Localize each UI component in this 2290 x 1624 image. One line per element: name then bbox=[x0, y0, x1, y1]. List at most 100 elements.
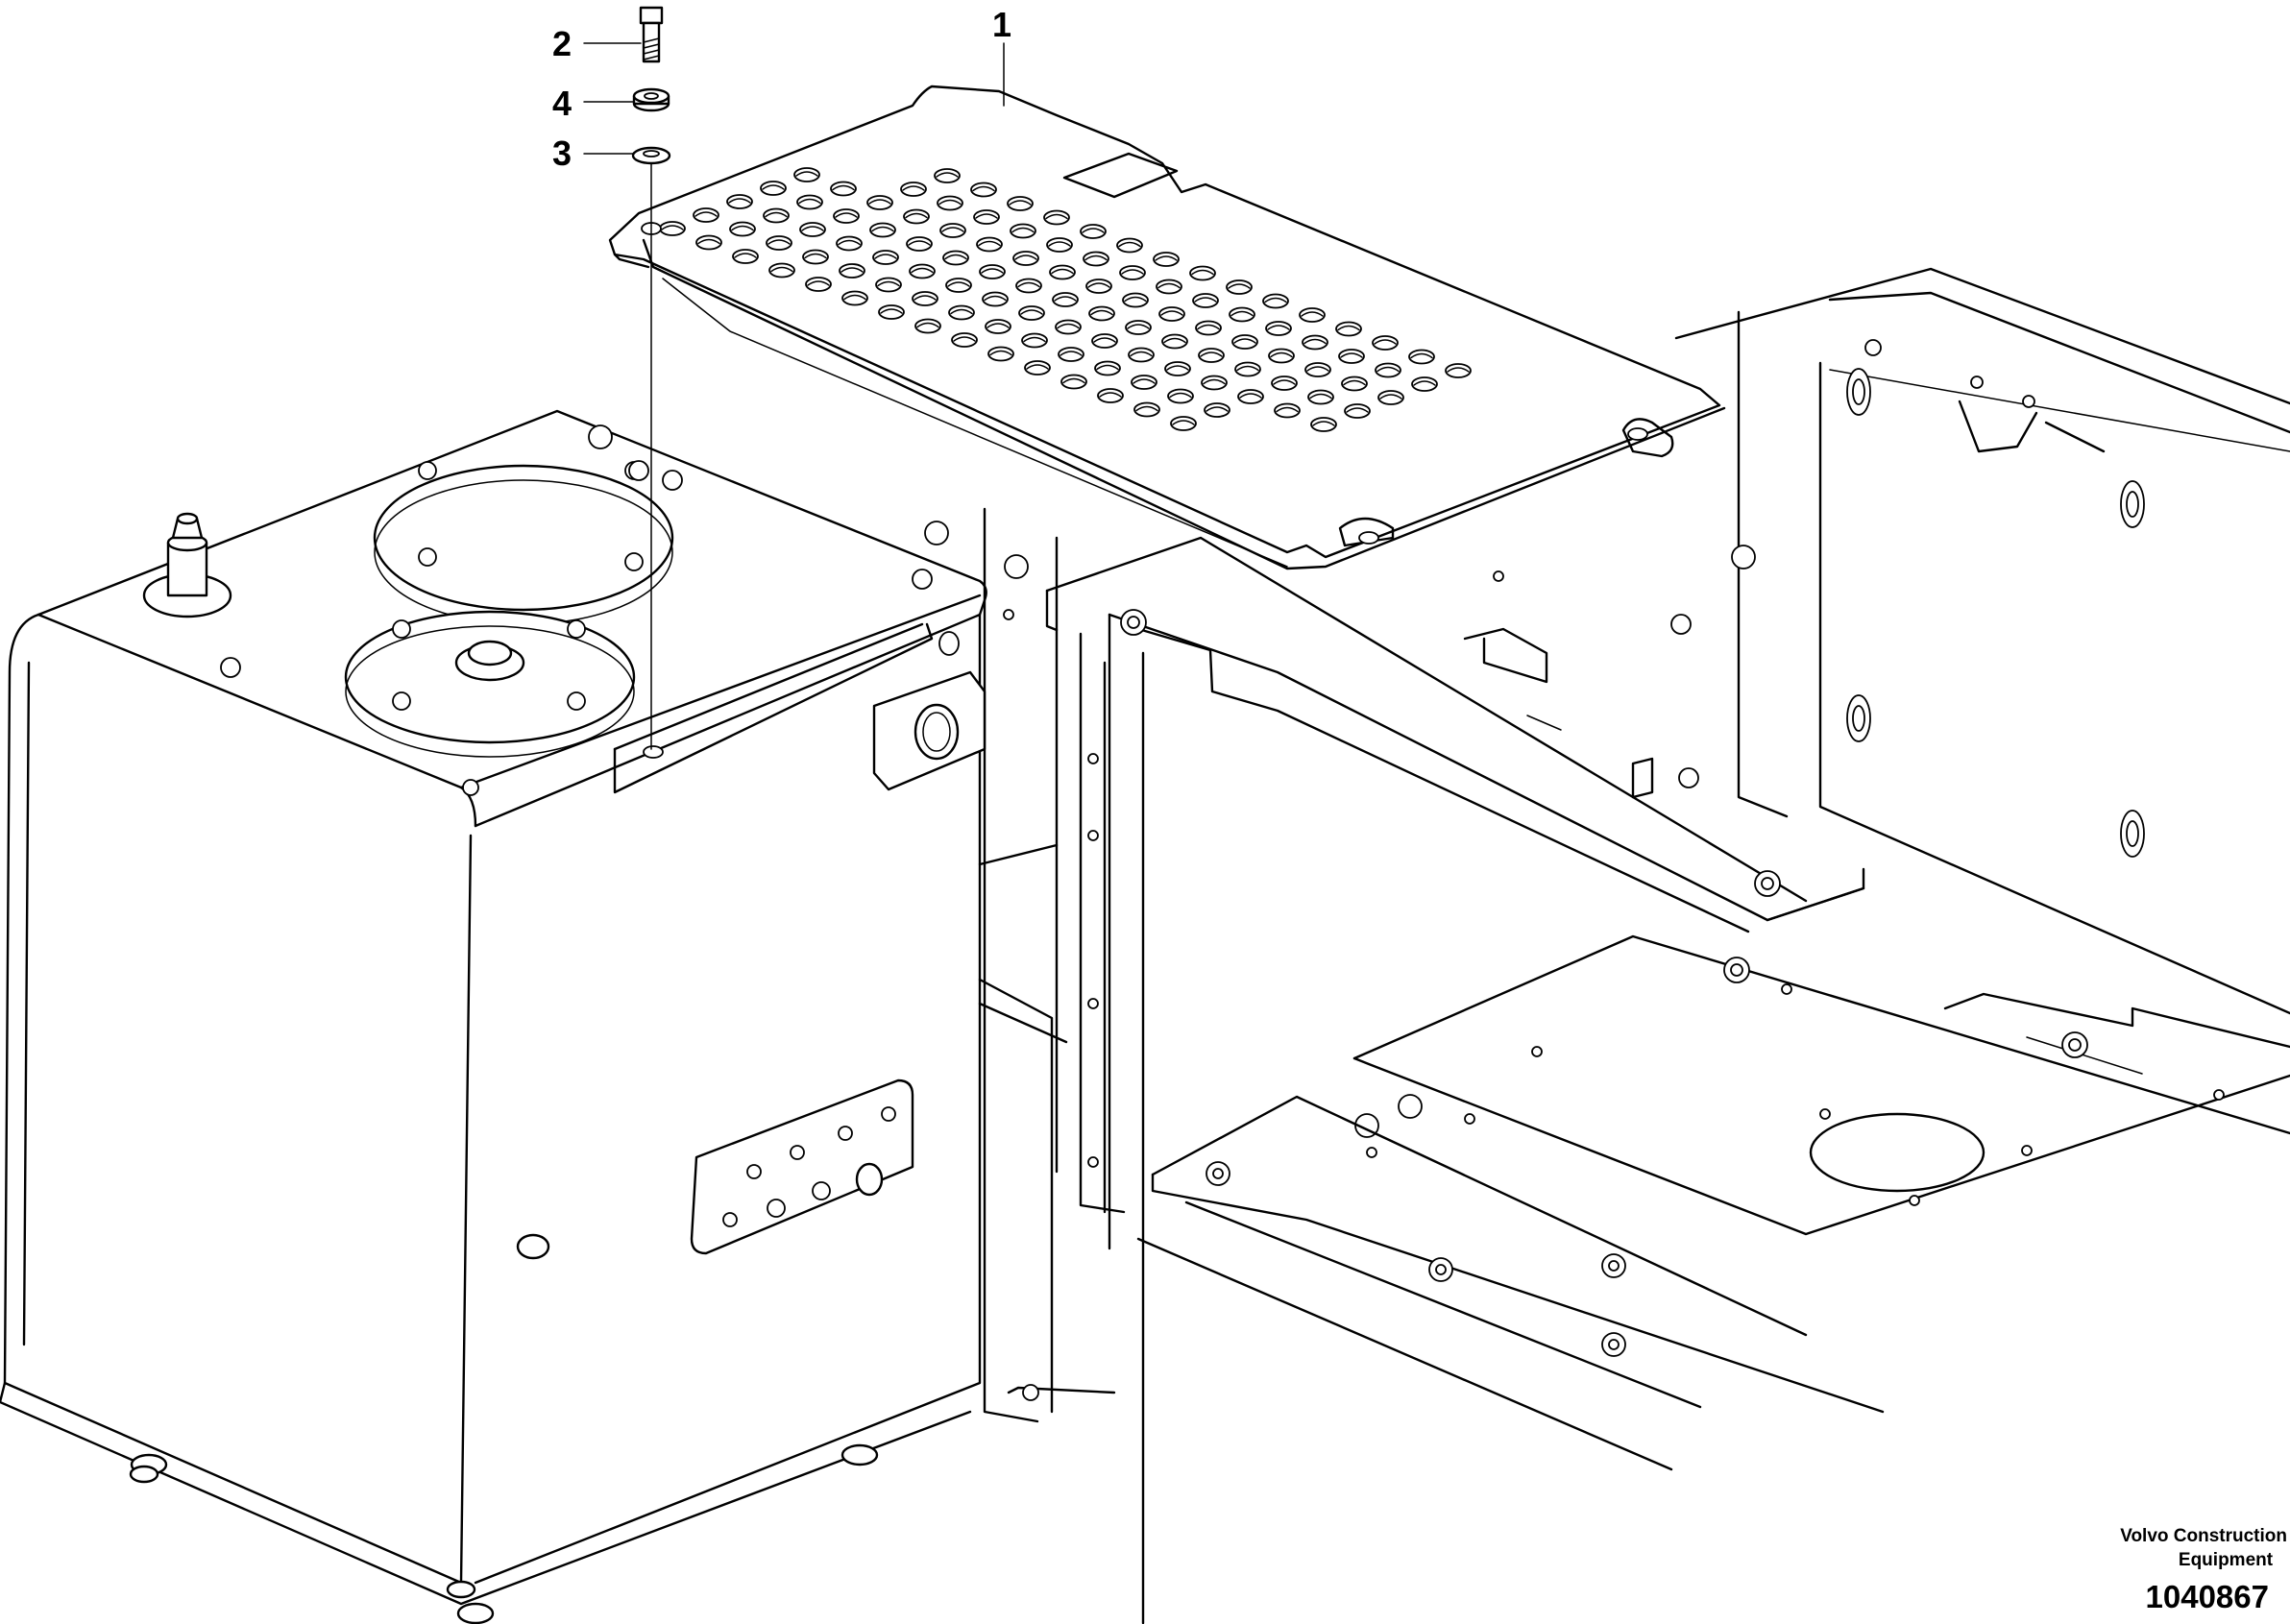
perforation-hole-shade bbox=[1312, 421, 1335, 426]
perforation-hole-shade bbox=[1343, 379, 1366, 386]
washer bbox=[631, 146, 671, 165]
callout-4: 4 bbox=[552, 84, 572, 123]
perforation-hole bbox=[970, 182, 997, 198]
perforation-hole-shade bbox=[1273, 379, 1296, 385]
perforation-hole bbox=[1304, 362, 1331, 377]
perforation-hole-shade bbox=[835, 212, 858, 218]
perforation-hole bbox=[1153, 252, 1180, 267]
perforation-hole bbox=[869, 222, 896, 238]
perforation-hole-shade bbox=[941, 227, 964, 232]
perforation-hole-shade bbox=[1118, 241, 1141, 248]
perforation-hole bbox=[802, 249, 829, 265]
perforation-hole bbox=[912, 291, 938, 306]
callout-1: 1 bbox=[992, 5, 1011, 44]
perforation-hole bbox=[1299, 307, 1326, 323]
perforation-hole bbox=[1131, 375, 1157, 390]
valve-block bbox=[690, 1079, 914, 1255]
perforation-hole bbox=[1170, 416, 1197, 431]
perforation-hole bbox=[1158, 306, 1185, 322]
perforation-hole bbox=[1116, 237, 1143, 254]
perforation-hole-shade bbox=[804, 253, 827, 259]
perforation-hole-shade bbox=[1264, 297, 1287, 303]
perforation-hole-shade bbox=[916, 322, 939, 328]
perforation-hole bbox=[1049, 264, 1076, 280]
perforation-hole bbox=[1015, 278, 1042, 294]
perforation-hole bbox=[839, 263, 865, 279]
perforation-hole-shade bbox=[1121, 269, 1144, 275]
perforation-hole bbox=[1265, 321, 1292, 336]
perforation-hole-shade bbox=[795, 171, 818, 177]
perforation-hole-shade bbox=[762, 184, 785, 190]
perforation-hole-shade bbox=[978, 240, 1001, 247]
post-fasteners bbox=[912, 521, 1099, 1401]
perforation-hole bbox=[1341, 376, 1368, 392]
perforation-hole-shade bbox=[1163, 337, 1186, 344]
callout-3: 3 bbox=[552, 133, 572, 173]
perforation-hole-shade bbox=[1084, 255, 1108, 261]
perforation-hole-shade bbox=[1093, 337, 1116, 343]
callout-2: 2 bbox=[552, 24, 572, 63]
perforation-hole-shade bbox=[1099, 392, 1122, 398]
perforation-hole-shade bbox=[832, 184, 855, 191]
perforation-hole-shade bbox=[1023, 336, 1046, 343]
perforation-hole bbox=[1338, 349, 1365, 364]
perforation-hole-shade bbox=[1157, 282, 1181, 289]
perforation-hole bbox=[1372, 335, 1399, 351]
perforation-hole bbox=[1097, 388, 1124, 403]
upright-fasteners bbox=[1846, 339, 2145, 858]
perforation-hole bbox=[1335, 321, 1362, 337]
perforation-hole-shade bbox=[1376, 366, 1400, 373]
perforation-hole bbox=[1058, 347, 1084, 362]
perforation-hole-shade bbox=[1096, 364, 1119, 371]
perforation-hole-shade bbox=[981, 268, 1004, 274]
flange-port bbox=[872, 670, 987, 791]
perforation-hole-shade bbox=[1270, 351, 1293, 358]
perforation-hole bbox=[805, 277, 832, 292]
perforation-hole bbox=[1195, 320, 1222, 336]
floor-fasteners bbox=[1354, 957, 2225, 1206]
perforation-hole-shade bbox=[1276, 406, 1299, 413]
perforation-hole bbox=[982, 291, 1009, 307]
perforation-hole bbox=[1128, 347, 1155, 363]
perforation-hole-shade bbox=[1130, 351, 1153, 357]
perforation-hole bbox=[1083, 251, 1109, 267]
perforation-hole bbox=[695, 234, 722, 251]
perforation-hole bbox=[768, 262, 795, 279]
perforation-hole bbox=[729, 221, 756, 237]
perforation-hole bbox=[875, 277, 902, 293]
perforation-hole-shade bbox=[1060, 351, 1083, 356]
perforation-hole bbox=[833, 208, 860, 224]
perforation-hole bbox=[909, 263, 936, 279]
perforation-hole bbox=[1204, 402, 1230, 418]
perforation-hole-shade bbox=[1124, 296, 1147, 303]
mounting-bracket bbox=[613, 622, 960, 794]
perforation-hole bbox=[1229, 306, 1255, 323]
perforation-hole bbox=[951, 332, 978, 348]
perforation-hole-shade bbox=[911, 267, 934, 274]
perforation-hole-shade bbox=[989, 350, 1012, 356]
perforation-hole bbox=[1271, 376, 1298, 391]
perforation-hole bbox=[1310, 417, 1337, 432]
perforation-hole bbox=[1122, 292, 1149, 308]
perforation-hole-shade bbox=[1155, 255, 1178, 261]
perforation-hole-shade bbox=[1014, 255, 1037, 260]
perforation-hole-shade bbox=[1045, 213, 1068, 220]
perforation-hole-shade bbox=[843, 294, 866, 301]
perforation-hole bbox=[1408, 349, 1435, 365]
perforation-hole-shade bbox=[877, 280, 900, 287]
perforation-hole-shade bbox=[984, 295, 1007, 302]
perforation-hole-shade bbox=[1228, 283, 1251, 289]
perforation-hole-shade bbox=[694, 211, 718, 217]
perforation-hole-shade bbox=[770, 266, 793, 273]
perforation-hole bbox=[1055, 319, 1082, 335]
perforation-hole-shade bbox=[1346, 407, 1369, 413]
perforation-hole-shade bbox=[734, 253, 757, 258]
perforation-hole-shade bbox=[765, 211, 788, 218]
perforation-hole-shade bbox=[944, 254, 967, 260]
perforation-hole-shade bbox=[1410, 352, 1433, 359]
perforation-hole bbox=[979, 264, 1006, 279]
perforation-hole bbox=[1411, 376, 1438, 392]
perforation-hole-shade bbox=[1062, 377, 1085, 384]
perforation-hole-shade bbox=[1203, 378, 1226, 385]
